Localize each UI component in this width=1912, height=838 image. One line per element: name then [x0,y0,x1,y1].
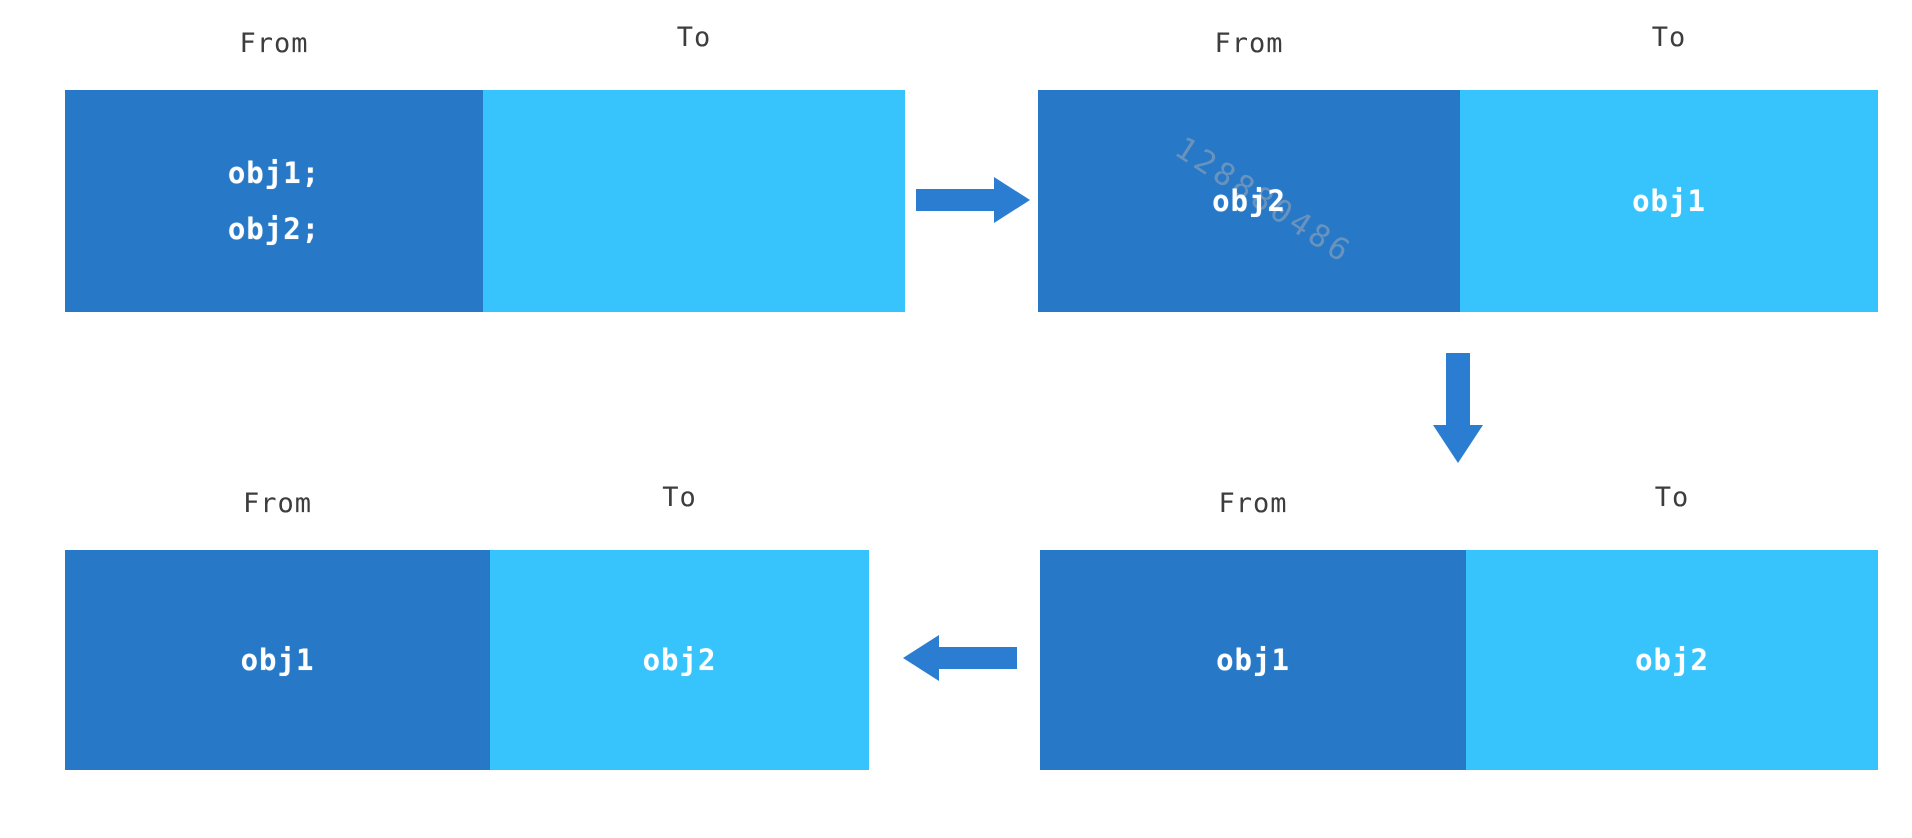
from-space: obj1; obj2; [65,90,483,312]
panel-bottom-left: From To obj1 obj2 [65,482,869,770]
from-space-label: From [239,28,309,59]
to-space: obj2 [1466,550,1878,770]
obj1-text: obj1 [1216,643,1290,677]
panel-bottom-right: From To obj1 obj2 [1040,482,1878,770]
to-space-label: To [662,482,697,513]
panel-top-right: From To 128880486 obj2 obj1 [1038,22,1878,312]
arrow-left-icon [903,633,1017,683]
obj2-text: obj2 [1212,184,1286,218]
obj1-text: obj1 [240,643,315,677]
from-space: obj1 [1040,550,1466,770]
memory-box: 128880486 obj2 obj1 [1038,90,1878,312]
from-space-label: From [242,488,313,519]
obj2-text: obj2; [227,212,321,246]
to-space [483,90,905,312]
obj1-text: obj1; [227,156,321,190]
memory-box: obj1 obj2 [1040,550,1878,770]
from-space-label: From [1214,28,1284,59]
to-space: obj2 [490,550,869,770]
obj2-text: obj2 [1635,643,1709,677]
arrow-right-icon [916,175,1030,225]
from-space: obj1 [65,550,490,770]
memory-box: obj1; obj2; [65,90,905,312]
panel-top-left: From To obj1; obj2; [65,22,905,312]
to-space-label: To [676,22,712,53]
to-space-label: To [1654,482,1690,513]
memory-box: obj1 obj2 [65,550,869,770]
obj2-text: obj2 [642,643,717,677]
arrow-down-icon [1432,353,1484,463]
from-space-label: From [1218,488,1288,519]
obj1-text: obj1 [1632,184,1706,218]
to-space: obj1 [1460,90,1878,312]
from-space: 128880486 obj2 [1038,90,1460,312]
to-space-label: To [1651,22,1687,53]
